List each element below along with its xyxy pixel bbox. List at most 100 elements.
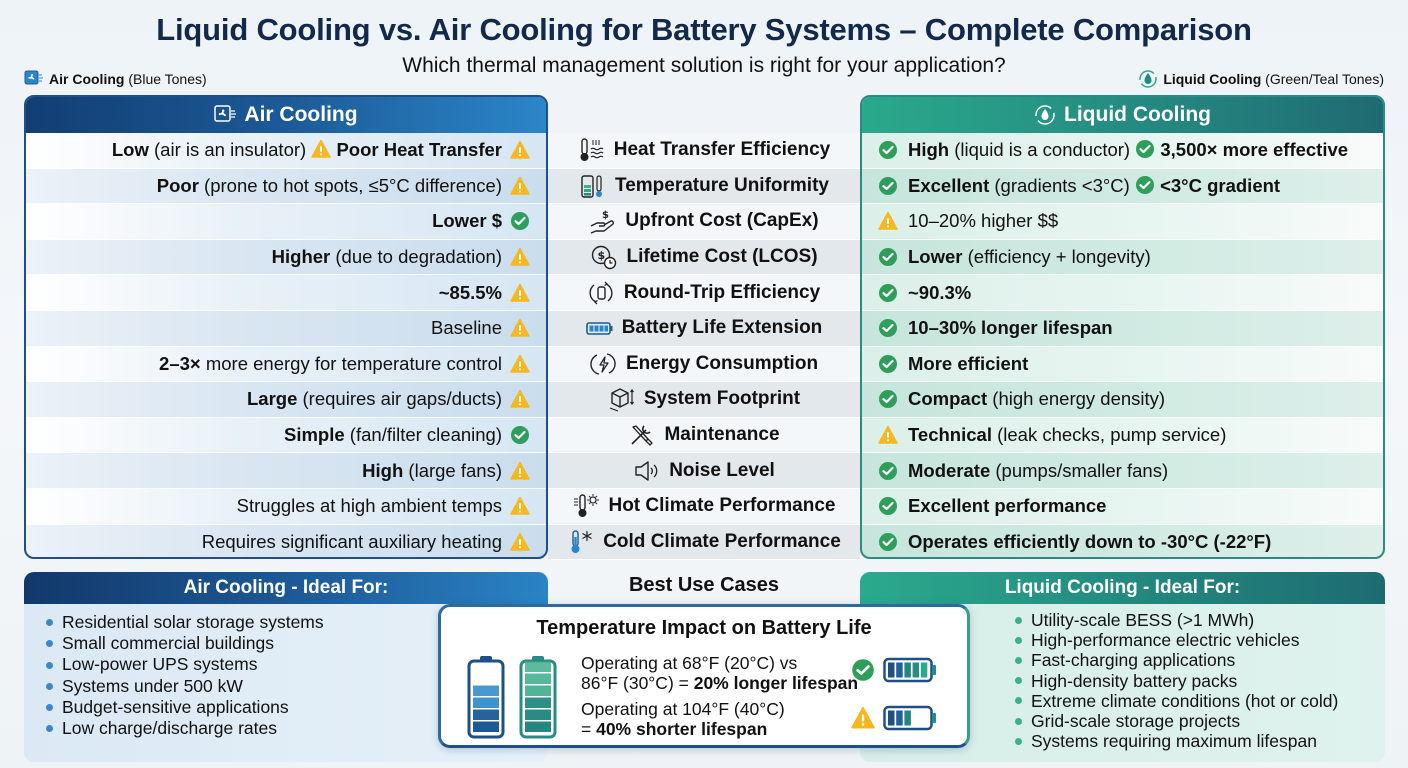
liquid-ideal-for-list: Utility-scale BESS (>1 MWh)High-performa… [860, 604, 1385, 751]
row-value-text: Baseline [431, 317, 502, 339]
warning-icon [510, 283, 530, 303]
list-item: Budget-sensitive applications [46, 697, 548, 718]
criterion-cold-climate-performance: Cold Climate Performance [548, 524, 860, 561]
row-value-text: more energy for temperature control [200, 352, 502, 374]
air-cooling-panel: Air Cooling Low (air is an insulator) Po… [24, 95, 548, 559]
check-circle-icon [878, 532, 898, 552]
warning-icon [510, 318, 530, 338]
bullet-icon [46, 725, 53, 733]
row-value-text: (high energy density) [987, 388, 1166, 410]
impact-line-1b: 86°F (30°C) = [581, 673, 694, 693]
impact-line-2b: = [581, 719, 597, 739]
row-value: Large (requires air gaps/ducts) [247, 388, 502, 410]
legend-liquid: Liquid Cooling (Green/Teal Tones) [1138, 69, 1384, 89]
row-value-text: (prone to hot spots, ≤5°C difference) [198, 174, 502, 196]
battery-low-icon [883, 705, 936, 731]
liquid-row-cold-climate-performance: Operates efficiently down to -30°C (-22°… [862, 524, 1383, 557]
liquid-row-battery-life-extension: 10–30% longer lifespan [862, 310, 1383, 347]
criterion-label: Energy Consumption [625, 352, 819, 374]
list-item-text: Systems requiring maximum lifespan [1031, 731, 1317, 752]
criterion-hot-climate-performance: Hot Climate Performance [548, 488, 860, 525]
liquid-row-temperature-uniformity: Excellent (gradients <3°C) <3°C gradient [862, 168, 1383, 205]
svg-text:$: $ [598, 249, 606, 262]
check-circle-icon [1135, 139, 1155, 159]
criterion-temperature-uniformity: Temperature Uniformity [548, 168, 860, 205]
air-row-noise-level: High (large fans) [26, 453, 546, 489]
row-value-text: (gradients <3°C) [989, 174, 1135, 196]
row-value: Lower (efficiency + longevity) [908, 246, 1151, 268]
battery-icon-air [467, 656, 505, 739]
row-value-text: 10–20% higher $$ [908, 210, 1059, 232]
row-value-text: Struggles at high ambient temps [236, 495, 502, 517]
criterion-label: Lifetime Cost (LCOS) [626, 246, 818, 268]
row-value: High (large fans) [362, 460, 502, 482]
air-row-cold-climate-performance: Requires significant auxiliary heating [26, 524, 546, 557]
check-circle-icon [878, 318, 898, 338]
liquid-cooling-title: Liquid Cooling [1064, 103, 1211, 126]
row-value-text: Requires significant auxiliary heating [201, 530, 502, 552]
list-item-text: Utility-scale BESS (>1 MWh) [1031, 610, 1255, 630]
row-value: Baseline [431, 317, 502, 339]
check-circle-icon [878, 461, 898, 481]
list-item: Grid-scale storage projects [1015, 711, 1385, 731]
criterion-label: System Footprint [643, 388, 801, 410]
check-circle-icon [878, 354, 898, 374]
row-value-bold: More efficient [908, 352, 1029, 374]
list-item: Residential solar storage systems [46, 612, 548, 633]
thermometer-heat-icon [578, 137, 606, 163]
liquid-row-round-trip-efficiency: ~90.3% [862, 275, 1383, 311]
liquid-row-noise-level: Moderate (pumps/smaller fans) [862, 453, 1383, 489]
row-value-text: (leak checks, pump service) [991, 424, 1227, 446]
row-value-bold: 2–3× [159, 352, 201, 374]
row-value-bold: Technical [908, 424, 992, 446]
criterion-label: Temperature Uniformity [615, 174, 829, 196]
warning-icon [510, 532, 530, 552]
legend-air-label: Air Cooling [49, 71, 125, 87]
svg-text:$: $ [602, 210, 609, 221]
liquid-row-hot-climate-performance: Excellent performance [862, 489, 1383, 525]
air-row-battery-life-extension: Baseline [26, 310, 546, 347]
warning-icon [510, 140, 530, 160]
battery-icon-liquid [519, 656, 557, 739]
liquid-row-lifetime-cost-lcos: Lower (efficiency + longevity) [862, 239, 1383, 276]
air-row-upfront-cost-capex: Lower $ [26, 204, 546, 240]
list-item: Systems requiring maximum lifespan [1015, 731, 1385, 751]
air-ideal-for-title: Air Cooling - Ideal For: [24, 572, 548, 604]
liquid-cooling-panel: Liquid Cooling High (liquid is a conduct… [860, 95, 1385, 559]
row-value-bold: Large [246, 388, 298, 410]
warning-icon [510, 247, 530, 267]
row-value: Struggles at high ambient temps [237, 495, 502, 517]
row-value-bold: ~90.3% [908, 281, 972, 303]
list-item: Low charge/discharge rates [46, 718, 548, 739]
row-value-bold: Simple [284, 424, 345, 446]
air-row-energy-consumption: 2–3× more energy for temperature control [26, 347, 546, 383]
impact-line-2: Operating at 104°F (40°C) = 40% shorter … [581, 699, 785, 739]
check-circle-icon [878, 176, 898, 196]
check-circle-icon [851, 658, 875, 682]
row-value-bold: Higher [271, 246, 331, 268]
list-item: Utility-scale BESS (>1 MWh) [1015, 610, 1385, 630]
liquid-cooling-header: Liquid Cooling [862, 97, 1383, 133]
dollar-clock-icon: $ [590, 244, 618, 270]
criterion-round-trip-efficiency: Round-Trip Efficiency [548, 275, 860, 311]
row-value: Compact (high energy density) [908, 388, 1165, 410]
temperature-impact-title: Temperature Impact on Battery Life [536, 617, 872, 639]
row-value: Poor (prone to hot spots, ≤5°C differenc… [157, 175, 502, 197]
row-value: Excellent (gradients <3°C) <3°C gradient [908, 175, 1280, 197]
row-value: High (liquid is a conductor) 3,500× more… [908, 139, 1348, 161]
criterion-label: Upfront Cost (CapEx) [625, 210, 819, 232]
row-value-bold: Compact [908, 388, 988, 410]
list-item-text: High-performance electric vehicles [1031, 630, 1300, 651]
row-value: ~90.3% [908, 282, 971, 304]
list-item: Low-power UPS systems [46, 654, 548, 675]
warning-icon [878, 211, 898, 231]
criterion-system-footprint: System Footprint [548, 382, 860, 418]
bullet-icon [1015, 717, 1022, 725]
thermometer-snow-icon [567, 529, 595, 555]
row-value-bold: High [362, 459, 404, 481]
list-item-text: Budget-sensitive applications [62, 696, 289, 717]
warning-icon [510, 461, 530, 481]
criterion-label: Hot Climate Performance [608, 495, 836, 517]
impact-line-1a: Operating at 68°F (20°C) vs [581, 653, 798, 673]
row-value-bold: Low [111, 139, 149, 161]
